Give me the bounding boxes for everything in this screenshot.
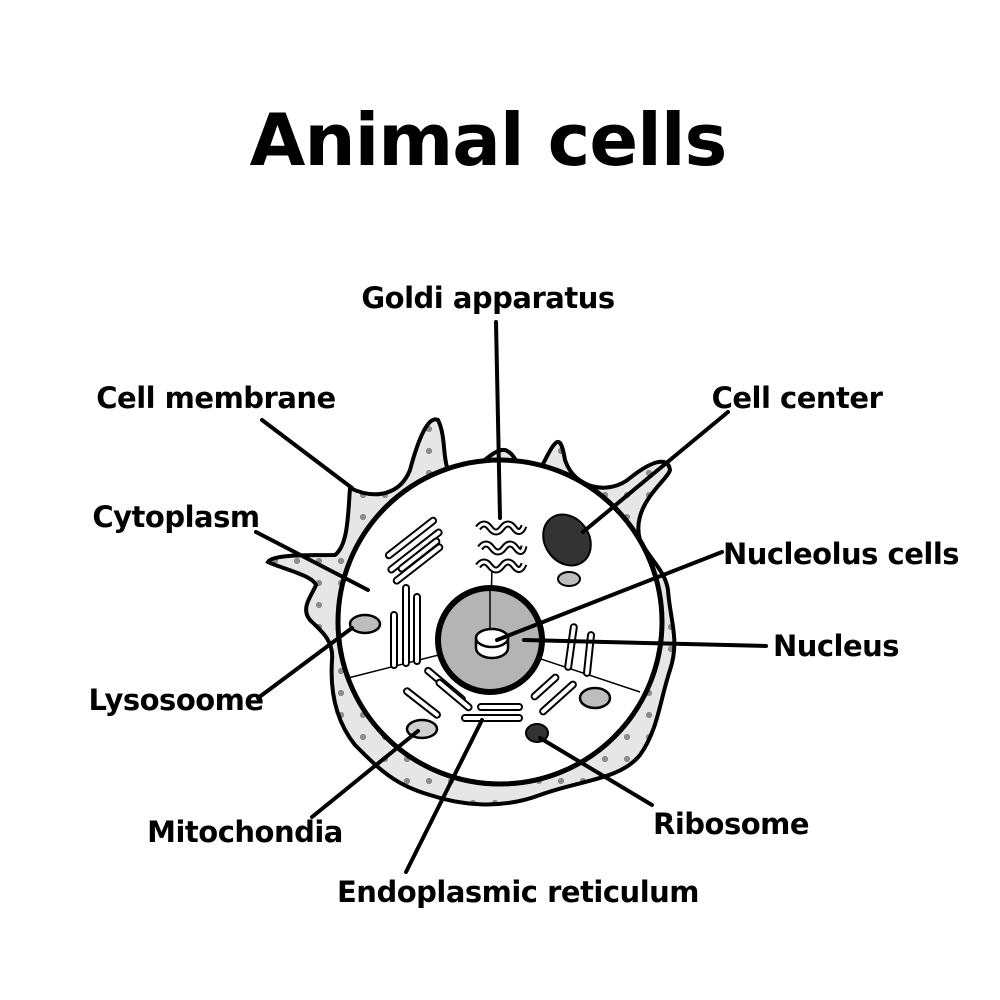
label-mitochondia: Mitochondia bbox=[147, 815, 343, 849]
label-ribosome: Ribosome bbox=[653, 807, 809, 841]
label-cell-center: Cell center bbox=[712, 381, 884, 415]
peroxisome bbox=[578, 686, 612, 710]
er-stacks-upper-left bbox=[384, 516, 444, 585]
label-endoplasmic-reticulum: Endoplasmic reticulum bbox=[337, 875, 699, 909]
label-goldi-apparatus: Goldi apparatus bbox=[361, 281, 614, 315]
golgi-apparatus bbox=[475, 520, 528, 574]
label-nucleus: Nucleus bbox=[773, 629, 899, 663]
lysosome bbox=[348, 613, 382, 635]
diagram-title: Animal cells bbox=[250, 98, 727, 182]
er-tubes-left bbox=[390, 584, 421, 669]
centrosome bbox=[542, 513, 592, 567]
nucleolus bbox=[474, 627, 510, 660]
label-nucleolus-cells: Nucleolus cells bbox=[723, 537, 959, 571]
vesicle bbox=[557, 571, 581, 587]
label-cell-membrane: Cell membrane bbox=[96, 381, 335, 415]
label-lysosoome: Lysosoome bbox=[88, 683, 263, 717]
endoplasmic-reticulum bbox=[403, 666, 577, 722]
leader-lines bbox=[254, 320, 768, 874]
label-cytoplasm: Cytoplasm bbox=[92, 500, 259, 534]
